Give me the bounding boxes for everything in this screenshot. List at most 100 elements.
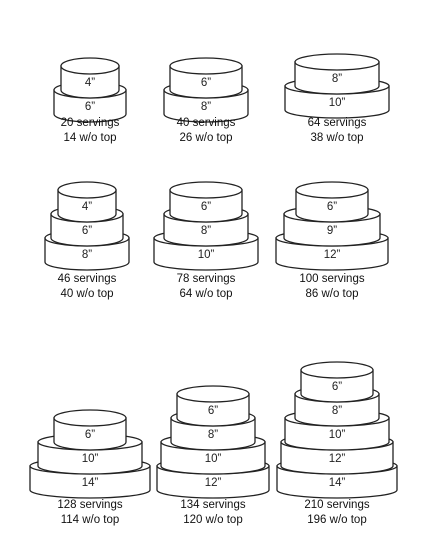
tier-size-label: 14” xyxy=(329,477,346,489)
tier-size-label: 6” xyxy=(85,101,95,113)
tier-size-label: 8” xyxy=(201,101,211,113)
tier-side xyxy=(300,369,374,403)
cake-tier: 6” xyxy=(176,385,250,427)
servings-without-top: 64 w/o top xyxy=(179,288,232,300)
tier-side xyxy=(295,189,369,223)
cake-4: 8” 6” 4” 46 servings 40 w/o top xyxy=(44,181,130,300)
servings-count: 210 servings xyxy=(304,499,369,511)
tier-side xyxy=(160,441,266,475)
cake-tier: 6” xyxy=(169,57,243,99)
cake-1: 6” 4” 20 servings 14 w/o top xyxy=(53,57,127,144)
tier-side xyxy=(284,85,390,119)
tier-size-label: 6” xyxy=(201,77,211,89)
servings-count: 46 servings xyxy=(58,273,117,285)
tier-top xyxy=(176,385,250,403)
tier-size-label: 8” xyxy=(208,429,218,441)
tier-size-label: 9” xyxy=(327,225,337,237)
servings-without-top: 86 w/o top xyxy=(305,288,358,300)
servings-count: 64 servings xyxy=(308,117,367,129)
tier-size-label: 8” xyxy=(201,225,211,237)
tier-size-label: 14” xyxy=(82,477,99,489)
cake-tier: 8” xyxy=(294,53,380,95)
cake-tier: 6” xyxy=(53,409,127,451)
tier-size-label: 12” xyxy=(324,249,341,261)
tier-side xyxy=(169,189,243,223)
servings-without-top: 14 w/o top xyxy=(63,132,116,144)
tier-side xyxy=(176,393,250,427)
servings-without-top: 40 w/o top xyxy=(60,288,113,300)
tier-size-label: 10” xyxy=(329,97,346,109)
tier-side xyxy=(163,89,249,123)
cake-5: 10” 8” 6” 78 servings 64 w/o top xyxy=(153,181,259,300)
servings-count: 128 servings xyxy=(57,499,122,511)
tier-side xyxy=(163,213,249,247)
servings-without-top: 114 w/o top xyxy=(61,514,120,526)
tier-size-label: 6” xyxy=(327,201,337,213)
servings-without-top: 26 w/o top xyxy=(179,132,232,144)
tier-size-label: 8” xyxy=(332,405,342,417)
tier-side xyxy=(280,441,394,475)
cake-8: 12” 10” 8” 6” 134 servings 120 w/o top xyxy=(156,385,270,526)
servings-without-top: 120 w/o top xyxy=(183,514,242,526)
tier-top xyxy=(60,57,120,75)
tier-top xyxy=(294,53,380,71)
tier-side xyxy=(53,89,127,123)
tier-size-label: 6” xyxy=(208,405,218,417)
servings-count: 78 servings xyxy=(177,273,236,285)
tier-size-label: 6” xyxy=(201,201,211,213)
tier-top xyxy=(300,361,374,379)
tier-size-label: 4” xyxy=(85,77,95,89)
tier-side xyxy=(284,417,390,451)
cake-2: 8” 6” 40 servings 26 w/o top xyxy=(163,57,249,144)
tier-size-label: 12” xyxy=(329,453,346,465)
tier-size-label: 10” xyxy=(205,453,222,465)
tier-side xyxy=(44,237,130,271)
servings-count: 100 servings xyxy=(299,273,364,285)
cake-tier: 6” xyxy=(300,361,374,403)
tier-size-label: 6” xyxy=(82,225,92,237)
cake-tier: 4” xyxy=(60,57,120,99)
cake-6: 12” 9” 6” 100 servings 86 w/o top xyxy=(275,181,389,300)
tier-side xyxy=(153,237,259,271)
tier-top xyxy=(169,57,243,75)
tier-size-label: 10” xyxy=(82,453,99,465)
cake-tier: 4” xyxy=(57,181,117,223)
cake-9: 14” 12” 10” 8” 6” 210 servings 196 w/o top xyxy=(276,361,398,526)
servings-count: 134 servings xyxy=(180,499,245,511)
tier-side xyxy=(170,417,256,451)
tier-side xyxy=(37,441,143,475)
tier-size-label: 6” xyxy=(332,381,342,393)
cake-3: 10” 8” 64 servings 38 w/o top xyxy=(284,53,390,144)
tier-side xyxy=(53,417,127,451)
tier-side xyxy=(275,237,389,271)
tier-side xyxy=(283,213,381,247)
tier-size-label: 12” xyxy=(205,477,222,489)
servings-count: 20 servings xyxy=(61,117,120,129)
servings-without-top: 196 w/o top xyxy=(307,514,366,526)
tier-top xyxy=(53,409,127,427)
tier-size-label: 10” xyxy=(198,249,215,261)
tier-side xyxy=(276,465,398,499)
tier-size-label: 6” xyxy=(85,429,95,441)
tier-side xyxy=(60,65,120,99)
cake-tier: 6” xyxy=(295,181,369,223)
tier-side xyxy=(29,465,151,499)
servings-count: 40 servings xyxy=(177,117,236,129)
tier-size-label: 8” xyxy=(82,249,92,261)
cake-7: 14” 10” 6” 128 servings 114 w/o top xyxy=(29,409,151,526)
tier-top xyxy=(169,181,243,199)
tier-size-label: 8” xyxy=(332,73,342,85)
tier-top xyxy=(57,181,117,199)
tier-side xyxy=(169,65,243,99)
tier-side xyxy=(294,393,380,427)
tier-size-label: 10” xyxy=(329,429,346,441)
servings-without-top: 38 w/o top xyxy=(310,132,363,144)
tier-side xyxy=(156,465,270,499)
tier-top xyxy=(295,181,369,199)
tier-side xyxy=(57,189,117,223)
cake-tier: 6” xyxy=(169,181,243,223)
tier-size-label: 4” xyxy=(82,201,92,213)
tier-side xyxy=(294,61,380,95)
tier-side xyxy=(50,213,124,247)
